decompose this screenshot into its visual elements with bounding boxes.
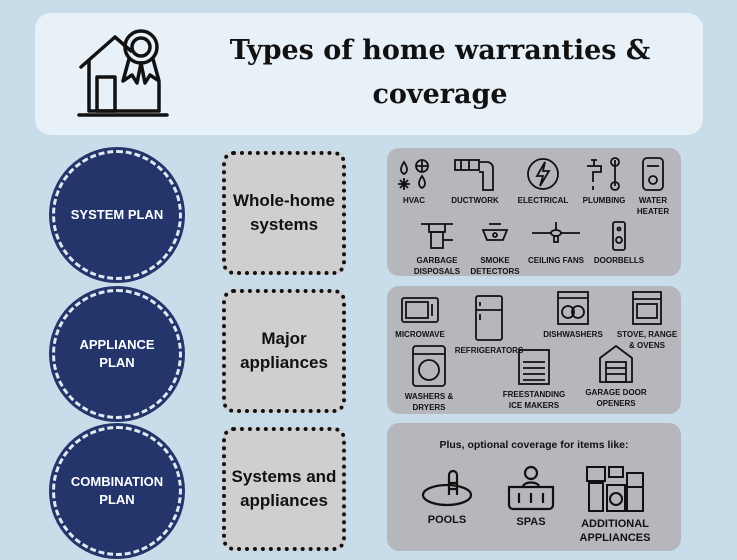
ice-maker-icon	[518, 349, 550, 385]
microwave-icon	[401, 297, 439, 323]
appliances-icon	[586, 466, 644, 512]
ceiling-fan-icon	[532, 222, 580, 243]
combination-plan-circle: COMBINATION PLAN	[52, 426, 182, 556]
lightning-icon	[527, 158, 559, 190]
system-items-panel: HVAC DUCTWORK ELECTRICAL PLUMBING WATER …	[387, 148, 681, 276]
item-label: WASHERS & DRYERS	[404, 392, 454, 412]
item-label: SPAS	[516, 516, 546, 528]
item-label: GARAGE DOOR OPENERS	[585, 388, 647, 408]
electrical-item: ELECTRICAL	[513, 156, 573, 206]
microwave-item: MICROWAVE	[391, 294, 449, 340]
item-label: STOVE, RANGE & OVENS	[616, 330, 678, 350]
dishwasher-icon	[557, 291, 589, 325]
washer-item: WASHERS & DRYERS	[399, 344, 459, 413]
item-label: DOORBELLS	[593, 256, 645, 265]
plan-name: APPLIANCE PLAN	[79, 337, 155, 370]
pool-icon	[421, 469, 473, 507]
item-label: GARBAGE DISPOSALS	[413, 256, 461, 276]
item-label: REFRIGERATORS	[454, 346, 524, 355]
appliance-plan-coverage: Major appliances	[222, 289, 346, 413]
coverage-label: Whole-home systems	[233, 191, 335, 234]
item-label: WATER HEATER	[636, 196, 670, 216]
item-label: MICROWAVE	[395, 330, 445, 339]
stove-item: STOVE, RANGE & OVENS	[613, 290, 681, 351]
ice-maker-item: FREESTANDING ICE MAKERS	[499, 348, 569, 411]
system-plan-circle: SYSTEM PLAN	[52, 150, 182, 280]
item-label: CEILING FANS	[527, 256, 584, 265]
hvac-icon	[398, 159, 429, 190]
item-label: DUCTWORK	[451, 196, 499, 205]
item-label: DISHWASHERS	[543, 330, 603, 339]
refrigerator-item: REFRIGERATORS	[453, 294, 525, 356]
stove-icon	[632, 291, 662, 325]
hvac-item: HVAC	[391, 156, 437, 206]
water-heater-icon	[642, 157, 664, 191]
refrigerator-icon	[475, 295, 503, 341]
additional-appliances-item: ADDITIONAL APPLIANCES	[573, 463, 657, 545]
appliance-plan-circle: APPLIANCE PLAN	[52, 289, 182, 419]
item-label: POOLS	[427, 514, 467, 526]
plan-name: SYSTEM PLAN	[70, 207, 164, 222]
house-certificate-icon	[77, 29, 169, 117]
ductwork-item: DUCTWORK	[447, 156, 503, 206]
washer-icon	[412, 345, 446, 387]
system-plan-coverage: Whole-home systems	[222, 151, 346, 275]
garage-door-item: GARAGE DOOR OPENERS	[581, 344, 651, 409]
garage-door-icon	[599, 344, 633, 383]
item-label: FREESTANDING ICE MAKERS	[502, 390, 566, 410]
hot-tub-icon	[507, 465, 555, 511]
optional-coverage-title: Plus, optional coverage for items like:	[439, 439, 629, 451]
disposal-icon	[421, 223, 453, 249]
item-label: PLUMBING	[582, 196, 626, 205]
doorbell-icon	[612, 221, 626, 251]
plumbing-item: PLUMBING	[579, 156, 629, 206]
item-label: ELECTRICAL	[517, 196, 569, 205]
coverage-label: Major appliances	[240, 329, 328, 372]
plan-name: COMBINATION PLAN	[70, 474, 164, 507]
pools-item: POOLS	[417, 469, 477, 527]
item-label: ADDITIONAL APPLIANCES	[579, 518, 651, 544]
dishwasher-item: DISHWASHERS	[537, 290, 609, 340]
optional-items-panel: Plus, optional coverage for items like: …	[387, 423, 681, 551]
appliance-items-panel: MICROWAVE REFRIGERATORS DISHWASHERS STOV…	[387, 286, 681, 414]
smoke-detector-icon	[481, 223, 509, 241]
coverage-label: Systems and appliances	[231, 467, 337, 510]
page-title: Types of home warranties & coverage	[229, 35, 651, 110]
smoke-detector-item: SMOKE DETECTORS	[469, 220, 521, 277]
spas-item: SPAS	[499, 463, 563, 529]
header-card: Types of home warranties & coverage	[35, 13, 703, 135]
ceiling-fan-item: CEILING FANS	[523, 220, 589, 266]
combination-plan-coverage: Systems and appliances	[222, 427, 346, 551]
doorbell-item: DOORBELLS	[593, 220, 645, 266]
water-heater-item: WATER HEATER	[631, 156, 675, 217]
item-label: SMOKE DETECTORS	[470, 256, 520, 276]
faucet-wrench-icon	[587, 157, 620, 191]
ductwork-icon	[454, 159, 494, 191]
garbage-disposal-item: GARBAGE DISPOSALS	[407, 220, 467, 277]
item-label: HVAC	[402, 196, 426, 205]
